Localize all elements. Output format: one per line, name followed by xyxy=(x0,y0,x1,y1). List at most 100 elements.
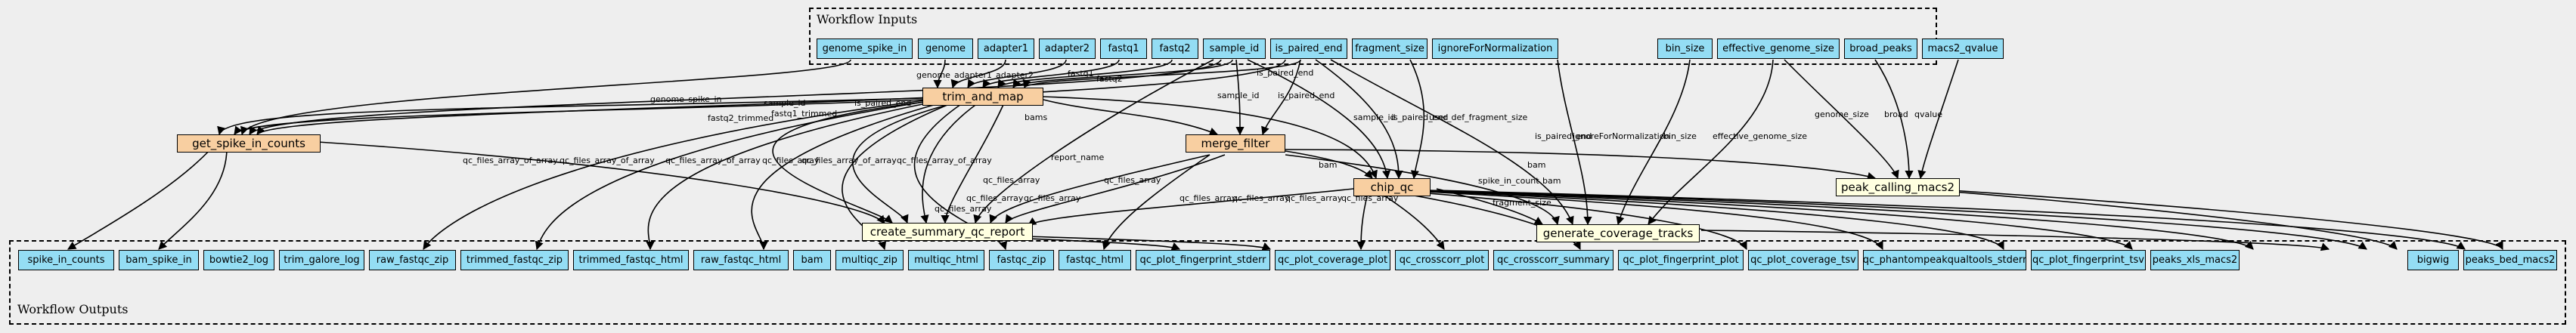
edge-ignore-cov xyxy=(1557,59,1592,226)
input-bin-size[interactable]: bin_size xyxy=(1657,39,1713,59)
input-genome[interactable]: genome xyxy=(918,39,973,59)
edge-pairedend-getspike xyxy=(256,59,1286,135)
workflow-inputs-label: Workflow Inputs xyxy=(817,12,918,26)
edge-label-qcfa-3: qc_files_array xyxy=(1104,175,1161,185)
edge-label-broad: broad xyxy=(1884,109,1908,119)
edge-label-is-paired-end-c: is_paired_end xyxy=(1278,91,1334,100)
step-trim-and-map[interactable]: trim_and_map xyxy=(922,88,1043,106)
edge-fastq1t-getspike xyxy=(234,99,923,135)
edge-chipqc-ccsummary xyxy=(1406,190,2004,250)
edge-chipqc-fptsv xyxy=(1436,190,2466,250)
edge-label-report-name: report_name xyxy=(1051,153,1105,162)
edge-chipqc-fpstderr xyxy=(1383,190,1581,251)
output-trimmed-fastqc-html[interactable]: trimmed_fastqc_html xyxy=(573,250,689,270)
edge-trim-report-a xyxy=(772,99,946,224)
edge-trim-report-c xyxy=(920,99,984,224)
edge-label-genome: genome xyxy=(916,70,950,80)
input-effective-genome-size[interactable]: effective_genome_size xyxy=(1717,39,1840,59)
output-peaks-bed-macs2[interactable]: peaks_bed_macs2 xyxy=(2463,250,2557,270)
output-qc-plot-coverage-tsv[interactable]: qc_plot_coverage_tsv xyxy=(1748,250,1858,270)
output-bam-spike-in[interactable]: bam_spike_in xyxy=(119,250,199,270)
edge-label-qcfa-7: qc_files_array xyxy=(1232,193,1290,203)
edge-label-ignore: ignoreForNormalization xyxy=(1573,131,1669,141)
step-merge-filter[interactable]: merge_filter xyxy=(1186,134,1285,153)
edge-pairedend-cov xyxy=(1330,59,1574,226)
output-bowtie2-log[interactable]: bowtie2_log xyxy=(203,250,274,270)
edge-label-qcfa-6: qc_files_array xyxy=(1180,193,1237,203)
input-genome-spike-in[interactable]: genome_spike_in xyxy=(817,39,913,59)
edge-label-qcfaa-3: qc_files_array_of_array xyxy=(665,156,761,165)
edge-chipqc-fpplot xyxy=(1413,190,2133,250)
edge-label-is-paired-end-e: is_paired_end xyxy=(1535,131,1592,141)
edge-pairedend-merge xyxy=(1261,59,1301,136)
output-qc-plot-fingerprint-tsv[interactable]: qc_plot_fingerprint_tsv xyxy=(2031,250,2146,270)
edge-label-qcfaa-1: qc_files_array_of_array xyxy=(463,156,558,165)
edge-label-bam-b: bam xyxy=(1527,160,1545,170)
input-sample-id[interactable]: sample_id xyxy=(1203,39,1266,59)
output-qc-plot-fingerprint-plot[interactable]: qc_plot_fingerprint_plot xyxy=(1618,250,1744,270)
output-qc-phantompeakqualtools-stderr[interactable]: qc_phantompeakqualtools_stderr xyxy=(1863,250,2026,270)
output-qc-crosscorr-plot[interactable]: qc_crosscorr_plot xyxy=(1395,250,1489,270)
edge-egs-peak xyxy=(1784,59,1899,180)
output-bigwig[interactable]: bigwig xyxy=(2407,250,2459,270)
step-get-spike-in-counts[interactable]: get_spike_in_counts xyxy=(177,134,321,153)
edge-label-is-paired-end-b: is_paired_end xyxy=(1257,68,1313,78)
edge-label-fastq1: fastq1 xyxy=(1068,69,1094,79)
output-spike-in-counts[interactable]: spike_in_counts xyxy=(18,250,114,270)
edge-label-qcfa-4: qc_files_array xyxy=(966,193,1024,203)
input-adapter1[interactable]: adapter1 xyxy=(978,39,1034,59)
input-fragment-size[interactable]: fragment_size xyxy=(1352,39,1427,59)
input-fastq2[interactable]: fastq2 xyxy=(1152,39,1198,59)
edge-label-qcfaa-4: qc_files_array_of_array xyxy=(801,156,897,165)
edge-chipqc-ccplot xyxy=(1398,190,1883,251)
edge-label-genome-spike-in: genome_spike_in xyxy=(650,94,722,104)
edge-sampleid-chipqc xyxy=(1247,59,1391,180)
edge-peak-xls xyxy=(1935,190,2398,250)
edge-trim-rawzip xyxy=(646,99,946,251)
edge-label-sample-id-c: sample_id xyxy=(1353,113,1396,122)
output-fastqc-html[interactable]: fastqc_html xyxy=(1059,250,1131,270)
edge-label-sample-id-a: sample_id xyxy=(764,98,806,108)
output-qc-crosscorr-summary[interactable]: qc_crosscorr_summary xyxy=(1493,250,1613,270)
edge-label-bams: bams xyxy=(1025,113,1047,122)
edge-label-qcfa-2: qc_files_array xyxy=(983,175,1040,185)
input-is-paired-end[interactable]: is_paired_end xyxy=(1270,39,1347,59)
edge-trim-report-d xyxy=(941,99,1006,224)
output-raw-fastqc-zip[interactable]: raw_fastqc_zip xyxy=(369,250,456,270)
edge-label-fastq1-trimmed: fastq1_trimmed xyxy=(771,109,837,119)
output-trim-galore-log[interactable]: trim_galore_log xyxy=(279,250,364,270)
input-broad-peaks[interactable]: broad_peaks xyxy=(1844,39,1917,59)
step-peak-calling-macs2[interactable]: peak_calling_macs2 xyxy=(1836,178,1960,196)
input-macs2-qvalue[interactable]: macs2_qvalue xyxy=(1922,39,2004,59)
step-generate-coverage-tracks[interactable]: generate_coverage_tracks xyxy=(1536,224,1700,242)
edge-fastq2-trim xyxy=(997,59,1173,88)
edge-label-spike-in-count: spike_in_count xyxy=(1478,176,1539,186)
edge-label-adapter2: adapter2 xyxy=(996,70,1034,80)
step-chip-qc[interactable]: chip_qc xyxy=(1353,178,1431,196)
input-ignore-for-normalization[interactable]: ignoreForNormalization xyxy=(1432,39,1558,59)
output-peaks-xls-macs2[interactable]: peaks_xls_macs2 xyxy=(2150,250,2240,270)
output-raw-fastqc-html[interactable]: raw_fastqc_html xyxy=(693,250,789,270)
output-multiqc-html[interactable]: multiqc_html xyxy=(908,250,984,270)
edge-chipqc-fastqchtml xyxy=(1375,190,1445,250)
edge-egs-cov xyxy=(1648,59,1774,225)
workflow-outputs-label: Workflow Outputs xyxy=(17,302,129,316)
workflow-outputs-cluster: Workflow Outputs xyxy=(9,240,2566,325)
edge-cov-bigwig xyxy=(1700,230,2330,251)
edge-qvalue-peak xyxy=(1917,59,1959,180)
edge-label-fragment-size: fragment_size xyxy=(1493,198,1551,208)
input-fastq1[interactable]: fastq1 xyxy=(1100,39,1147,59)
output-multiqc-zip[interactable]: multiqc_zip xyxy=(835,250,904,270)
edge-label-is-paired-end-d: is_paired_end xyxy=(1391,113,1448,122)
edge-merge-peak xyxy=(1285,149,1877,180)
input-adapter2[interactable]: adapter2 xyxy=(1039,39,1096,59)
output-qc-plot-coverage-plot[interactable]: qc_plot_coverage_plot xyxy=(1275,250,1390,270)
edge-trim-trimzip xyxy=(751,99,953,251)
step-create-summary-qc-report[interactable]: create_summary_qc_report xyxy=(862,223,1033,241)
output-qc-plot-fingerprint-stderr[interactable]: qc_plot_fingerprint_stderr xyxy=(1136,250,1270,270)
output-fastqc-zip[interactable]: fastqc_zip xyxy=(989,250,1054,270)
edge-trim-bowtie2 xyxy=(423,99,931,250)
output-trimmed-fastqc-zip[interactable]: trimmed_fastqc_zip xyxy=(460,250,569,270)
output-bam[interactable]: bam xyxy=(793,250,831,270)
